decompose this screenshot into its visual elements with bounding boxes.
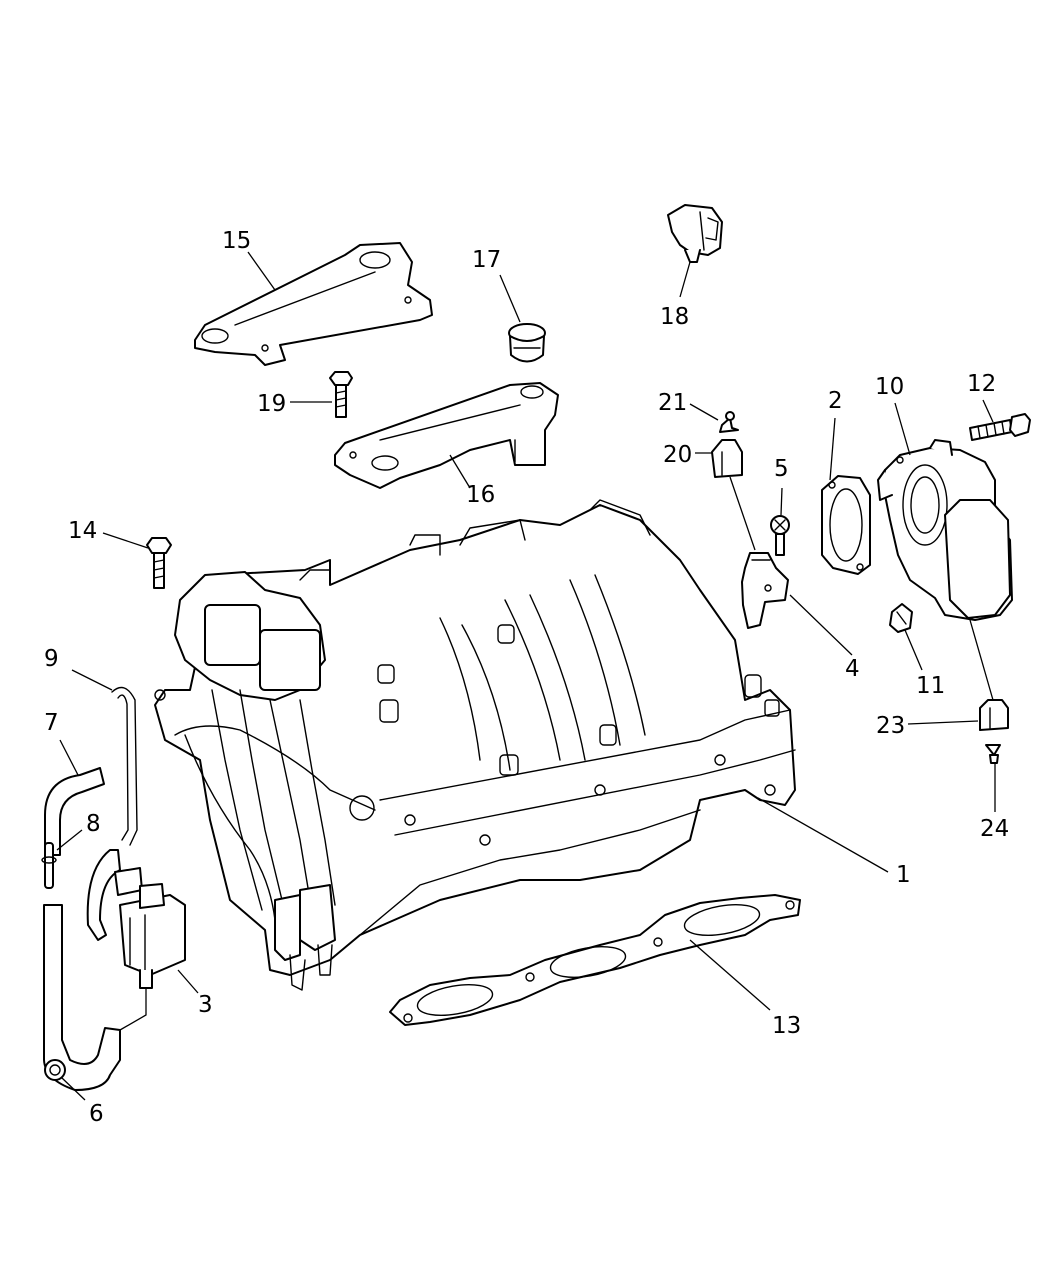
part-19-bolt: [329, 371, 353, 418]
part-21-plug: [719, 411, 739, 433]
part-1-intake-manifold: [154, 499, 796, 991]
callout-4: 4: [845, 656, 860, 682]
part-14-bolt: [146, 537, 172, 589]
callout-5: 5: [774, 456, 789, 482]
part-24-plug: [985, 744, 1001, 764]
part-15-bracket: [194, 242, 433, 366]
callout-10: 10: [875, 374, 904, 400]
part-10-throttle-body: [877, 439, 1013, 621]
part-23-connector: [969, 619, 1009, 731]
callout-1: 1: [896, 862, 911, 888]
callout-3: 3: [198, 992, 213, 1018]
part-5-screw: [770, 515, 790, 556]
part-17-plug: [508, 323, 546, 363]
callout-8: 8: [86, 811, 101, 837]
callout-20: 20: [663, 442, 692, 468]
callout-15: 15: [222, 228, 251, 254]
part-4-sensor: [741, 552, 789, 629]
callout-labels: 1 2 3 4 5 6 7 8 9 10 11 12 13 14 15 16 1…: [44, 228, 1009, 1127]
part-20-connector: [711, 439, 756, 551]
callout-6: 6: [89, 1101, 104, 1127]
callout-23: 23: [876, 713, 905, 739]
callout-24: 24: [980, 816, 1009, 842]
callout-12: 12: [967, 371, 996, 397]
part-7-hose: [44, 767, 105, 856]
callout-11: 11: [916, 673, 945, 699]
callout-18: 18: [660, 304, 689, 330]
callout-19: 19: [257, 391, 286, 417]
part-6-nut: [44, 1059, 66, 1081]
callout-16: 16: [466, 482, 495, 508]
part-3-valve: [43, 849, 186, 1091]
part-9-hose: [111, 686, 138, 846]
callout-2: 2: [828, 388, 843, 414]
part-16-bracket: [334, 382, 559, 489]
part-8-connector: [41, 842, 57, 889]
part-18-clip: [667, 204, 723, 263]
callout-14: 14: [68, 518, 97, 544]
callout-9: 9: [44, 646, 59, 672]
part-12-bolt: [969, 413, 1031, 441]
leader-lines: [56, 251, 996, 1101]
callout-13: 13: [772, 1013, 801, 1039]
part-2-gasket: [821, 475, 871, 575]
part-11-clip: [889, 603, 913, 633]
callout-7: 7: [44, 710, 59, 736]
callout-21: 21: [658, 390, 687, 416]
part-13-gasket: [389, 894, 801, 1026]
callout-17: 17: [472, 247, 501, 273]
